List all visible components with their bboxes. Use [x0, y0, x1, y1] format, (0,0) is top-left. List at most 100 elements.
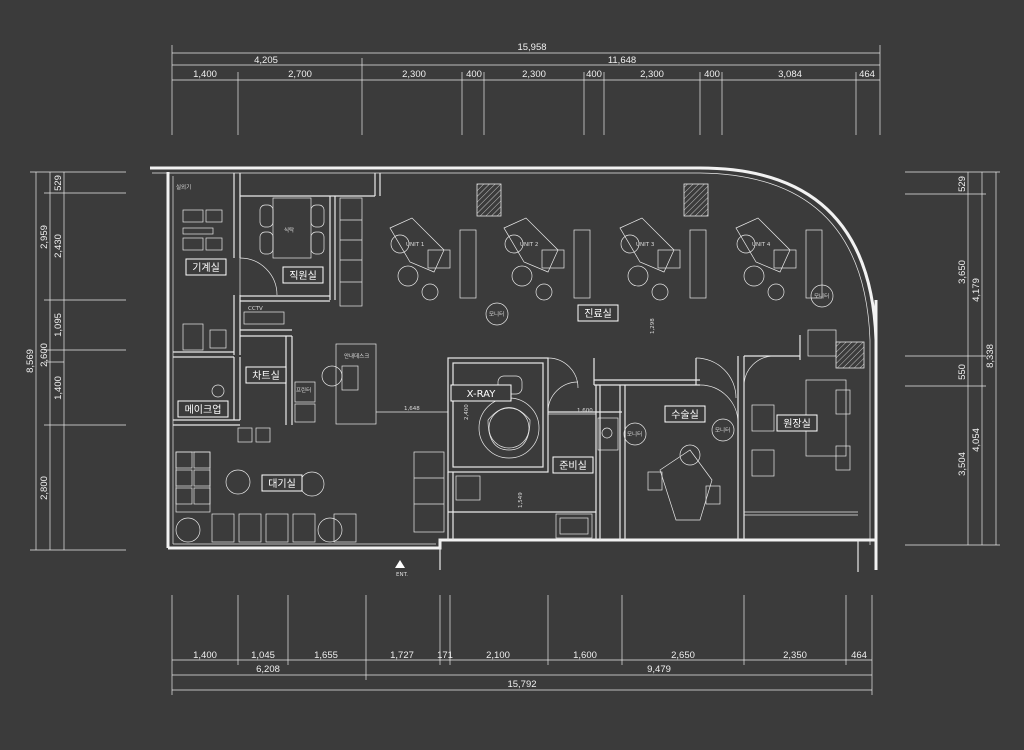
dim-right-seg: 3,504 — [957, 452, 968, 476]
top-dimensions: 15,958 4,205 11,648 1,400 2,700 2,300 40… — [171, 42, 881, 135]
dim-right-seg: 550 — [957, 364, 968, 380]
dim-left-upper-sub: 2,959 — [39, 225, 50, 249]
dim-right-upper-sub: 4,179 — [971, 278, 982, 302]
dim-bottom-seg: 1,655 — [314, 650, 338, 661]
dim-bottom-seg: 1,600 — [573, 650, 597, 661]
cctv-label: CCTV — [248, 306, 263, 312]
dim-top-seg: 464 — [859, 69, 875, 80]
monitor-label: 모니터 — [627, 430, 642, 438]
room-label-chart: 차트실 — [252, 370, 280, 382]
dim-note: 1,549 — [518, 492, 524, 508]
dim-left-seg: 1,400 — [53, 376, 64, 400]
dim-left-seg: 529 — [53, 175, 64, 191]
room-label-staff-box — [282, 266, 324, 284]
dim-top-seg: 400 — [466, 69, 482, 80]
room-label-machine: 기계실 — [192, 262, 220, 274]
dim-bottom-seg: 2,350 — [783, 650, 807, 661]
dim-note: 1,648 — [404, 406, 420, 412]
dim-top-seg: 2,300 — [402, 69, 426, 80]
room-label-surgery: 수술실 — [671, 409, 699, 421]
dim-note: 1,298 — [650, 318, 656, 334]
dim-left-seg: 2,800 — [39, 476, 50, 500]
right-dimensions: 529 3,650 550 3,504 4,179 4,054 8,338 — [905, 171, 1000, 546]
room-label-xray-box — [450, 384, 512, 402]
room-label-machine-box — [185, 258, 227, 276]
staff-room-furniture: 식탁 CCTV — [243, 197, 325, 325]
interior-dimension-notes: 1,648 1,600 2,400 1,298 1,549 — [376, 318, 656, 508]
entrance-marker: ENT. — [395, 560, 408, 578]
room-label-chart-box — [245, 366, 287, 384]
dim-bottom-seg: 1,400 — [193, 650, 217, 661]
monitor-label: 모니터 — [715, 426, 730, 434]
waiting-fixtures — [175, 451, 445, 543]
dim-right-seg: 3,650 — [957, 260, 968, 284]
dim-right-lower-sub: 4,054 — [971, 428, 982, 452]
monitors: 모니터 모니터 모니터 모니터 — [485, 284, 834, 446]
dental-unit: UNIT 3 — [619, 217, 707, 301]
bottom-dimensions: 1,400 1,045 1,655 1,727 171 2,100 1,600 … — [171, 595, 873, 695]
dim-top-overall: 15,958 — [517, 42, 546, 53]
dim-bottom-overall: 15,792 — [507, 679, 536, 690]
interior-walls — [173, 173, 858, 540]
dim-left-seg: 2,430 — [53, 234, 64, 258]
dim-right-overall: 8,338 — [985, 344, 996, 368]
printer-label: 프린터 — [296, 386, 311, 394]
outdoor-unit-label: 실외기 — [176, 183, 191, 191]
dental-unit: UNIT 4 — [735, 217, 823, 301]
dining-label: 식탁 — [284, 226, 294, 234]
dim-bottom-seg: 1,727 — [390, 650, 414, 661]
monitor-label: 모니터 — [814, 292, 829, 300]
room-label-prep-box — [552, 456, 594, 474]
prep-fixtures — [455, 417, 619, 539]
columns — [476, 183, 865, 369]
dim-left-seg: 2,600 — [39, 343, 50, 367]
room-label-treatment: 진료실 — [584, 308, 612, 320]
doors — [239, 257, 775, 424]
room-label-surgery-box — [664, 405, 706, 423]
dim-note: 2,400 — [464, 404, 470, 420]
info-desk-label: 안내데스크 — [344, 352, 369, 360]
monitor-label: 모니터 — [489, 310, 504, 318]
room-label-makeup-box — [177, 400, 229, 418]
dim-top-right-sub: 11,648 — [608, 55, 636, 66]
room-label-director-box — [776, 414, 818, 432]
room-label-makeup: 메이크업 — [185, 403, 222, 416]
dim-bottom-left-sub: 6,208 — [256, 664, 280, 675]
dental-unit: UNIT 2 — [503, 217, 591, 301]
dim-bottom-seg: 171 — [437, 650, 453, 661]
room-label-treatment-box — [577, 304, 619, 322]
dim-note: 1,600 — [577, 408, 593, 414]
room-label-waiting: 대기실 — [268, 478, 296, 490]
treatment-units: UNIT 1 UNIT 2 UNIT 3 UNIT 4 — [389, 217, 823, 301]
dim-top-seg: 400 — [586, 69, 602, 80]
room-label-staff: 직원실 — [289, 270, 317, 282]
left-dimensions: 8,569 2,959 529 2,430 1,095 2,600 1,400 … — [25, 171, 126, 551]
reception-fixtures: 안내데스크 프린터 — [211, 343, 377, 443]
dim-top-seg: 2,300 — [640, 69, 664, 80]
dim-left-seg: 1,095 — [53, 313, 64, 337]
dim-top-left-sub: 4,205 — [254, 55, 278, 66]
unit-label: UNIT 4 — [752, 242, 771, 248]
room-label-xray: X-RAY — [467, 389, 497, 400]
dental-unit: UNIT 1 — [389, 217, 477, 301]
outer-walls — [150, 166, 878, 572]
dim-right-seg: 529 — [957, 176, 968, 192]
dim-top-seg: 1,400 — [193, 69, 217, 80]
dim-left-overall: 8,569 — [25, 349, 36, 373]
director-fixtures — [751, 329, 851, 477]
unit-label: UNIT 3 — [636, 242, 655, 248]
dim-bottom-right-sub: 9,479 — [647, 664, 671, 675]
dim-bottom-seg: 1,045 — [251, 650, 275, 661]
entrance-label: ENT. — [396, 572, 408, 578]
dim-bottom-seg: 2,650 — [671, 650, 695, 661]
room-label-director: 원장실 — [783, 418, 811, 430]
unit-label: UNIT 1 — [406, 242, 424, 248]
machine-room-fixtures: 실외기 — [176, 183, 227, 351]
dim-bottom-seg: 464 — [851, 650, 867, 661]
surgery-fixtures — [647, 444, 721, 521]
unit-label: UNIT 2 — [520, 242, 538, 248]
dim-top-seg: 2,300 — [522, 69, 546, 80]
dim-bottom-seg: 2,100 — [486, 650, 510, 661]
dim-top-seg: 3,084 — [778, 69, 802, 80]
